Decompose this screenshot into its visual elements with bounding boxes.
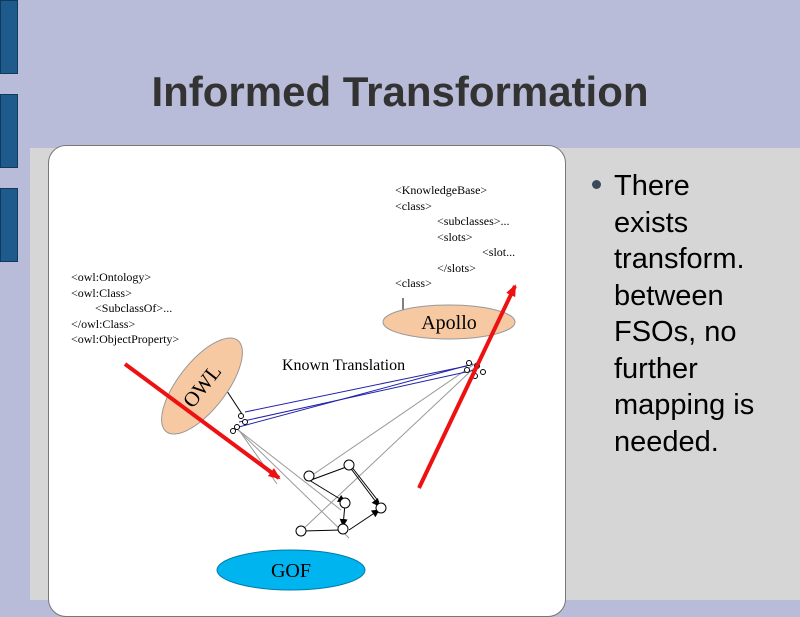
gof-label: GOF (271, 560, 311, 582)
bullet-dot-icon (592, 180, 601, 189)
bullet-text-line: further (614, 352, 698, 385)
gof-graph-edges (302, 465, 380, 532)
owl-code-snippet: <owl:Ontology><owl:Class> <SubclassOf>..… (71, 270, 179, 348)
owl-code-line: <owl:Class> (71, 285, 132, 300)
bullet-text-line: FSOs, no (614, 316, 737, 348)
slide-title: Informed Transformation (151, 68, 649, 115)
diagram-svg: OWL Apollo GOF (123, 284, 517, 591)
gray-mapping-lines (236, 360, 480, 539)
kb-code-line: <class> (395, 276, 432, 290)
red-arrow-owl-to-gof (123, 362, 281, 480)
diagram-panel: OWL Apollo GOF <owl:Ontology><owl:Class>… (48, 145, 566, 617)
bullet-text-line: transform. (614, 243, 745, 275)
owl-node-cluster (230, 413, 248, 434)
blue-translation-lines (234, 363, 476, 429)
owl-code-line: <owl:Ontology> (71, 270, 152, 284)
kb-code-line: <slots> (395, 229, 473, 244)
side-tab-3 (0, 188, 18, 262)
bullet-text-line: There (614, 170, 690, 202)
bullet-text-line: mapping is (614, 389, 755, 421)
owl-code-line: <owl:ObjectProperty> (71, 332, 180, 346)
bullet-text-line: between (614, 279, 724, 312)
side-tab-1 (0, 0, 18, 74)
apollo-label: Apollo (421, 312, 477, 334)
side-tab-2 (0, 94, 18, 168)
kb-code-line: <class> (395, 198, 432, 213)
owl-ellipse (161, 337, 243, 435)
kb-code-line: <slot... (395, 245, 516, 259)
bullet-text-line: needed. (614, 425, 719, 458)
known-translation-label: Known Translation (282, 357, 406, 374)
red-arrow-gof-to-apollo (417, 284, 517, 489)
gof-graph-nodes (295, 459, 387, 537)
owl-code-line: </owl:Class> (71, 316, 136, 331)
kb-code-line: </slots> (395, 260, 476, 275)
gof-ellipse (216, 549, 366, 591)
kb-code-line: <subclasses>... (395, 214, 510, 228)
apollo-ellipse (382, 304, 516, 340)
bullet-text-line: exists (614, 206, 689, 239)
owl-code-line: <SubclassOf>... (71, 301, 173, 315)
knowledgebase-code-snippet: <KnowledgeBase><class> <subclasses>... <… (395, 183, 515, 292)
kb-code-line: <KnowledgeBase> (395, 183, 488, 197)
